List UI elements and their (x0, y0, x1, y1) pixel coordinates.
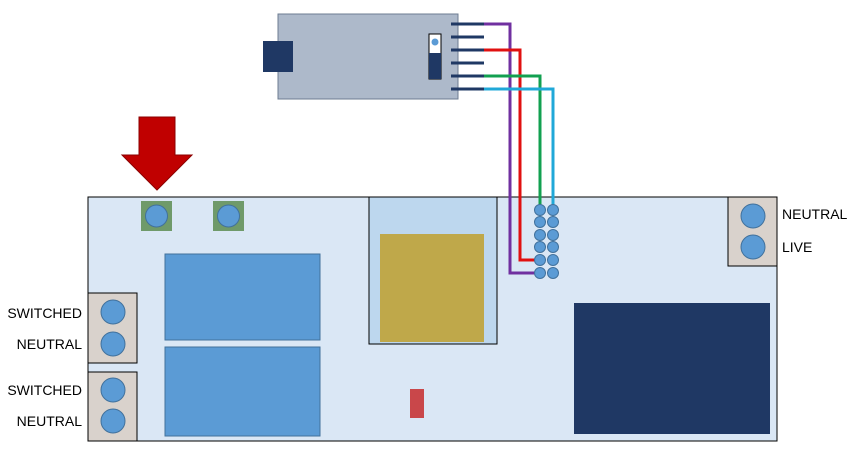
led-indicator (410, 389, 424, 418)
transformer (368, 196, 498, 345)
down-arrow-icon (120, 116, 194, 191)
terminal-block-left-1 (87, 292, 138, 364)
potentiometer-2 (213, 201, 244, 231)
label-neutral-in: NEUTRAL (782, 206, 848, 222)
label-neutral-1: NEUTRAL (16, 336, 82, 352)
pin-header (534, 204, 559, 279)
module-pins (451, 22, 484, 91)
label-switched-2: SWITCHED (7, 382, 82, 398)
module-connector (263, 41, 293, 72)
terminal-block-left-2 (87, 371, 138, 442)
relay-2 (164, 346, 321, 437)
wire-purple (484, 22, 538, 275)
label-neutral-2: NEUTRAL (16, 413, 82, 429)
terminal-block-right (727, 196, 778, 267)
potentiometer-1 (141, 201, 172, 231)
microcontroller (574, 303, 770, 434)
label-switched-1: SWITCHED (7, 305, 82, 321)
relay-1 (164, 253, 321, 341)
wire-red (484, 48, 538, 262)
wire-cyan (484, 87, 555, 210)
wire-green (484, 74, 542, 210)
label-live-in: LIVE (782, 239, 813, 255)
sensor-module (263, 13, 484, 100)
module-switch (428, 33, 442, 80)
